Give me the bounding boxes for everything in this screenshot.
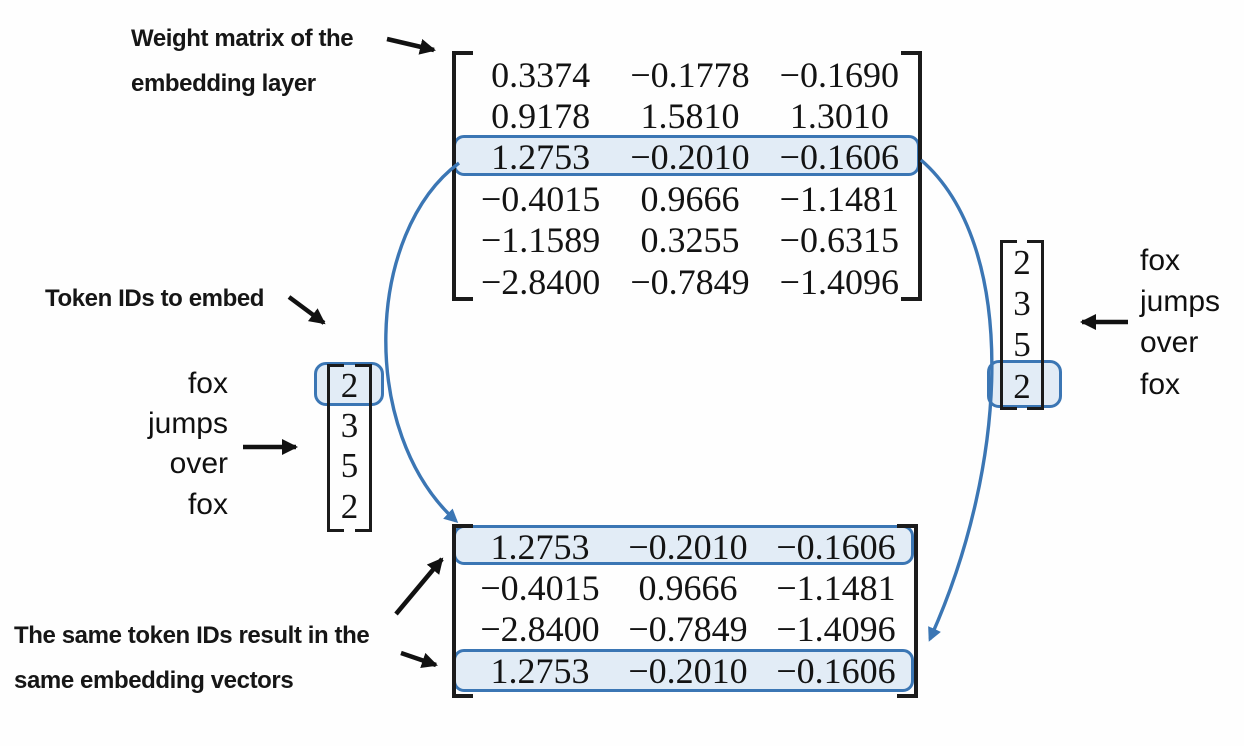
token-id: 2 <box>1013 243 1031 282</box>
left-bracket <box>327 364 344 532</box>
highlight-token-id-left <box>314 362 384 406</box>
matrix-cell: −1.1481 <box>776 567 896 608</box>
token-id: 2 <box>1013 366 1031 406</box>
weight-matrix-label: Weight matrix of the embedding layer <box>131 16 354 106</box>
curve-left-lookup <box>384 161 461 524</box>
matrix-row: −2.8400 −0.7849 −1.4096 <box>466 609 910 650</box>
left-bracket <box>1000 240 1017 410</box>
same-embedding-label: The same token IDs result in the same em… <box>14 613 370 703</box>
curve-right-lookup <box>919 158 994 642</box>
matrix-cell: −0.2010 <box>630 137 750 178</box>
highlight-weight-row-3 <box>453 135 920 176</box>
token-id-vector-left: 2 3 5 2 <box>314 362 384 532</box>
right-bracket <box>355 364 372 532</box>
matrix-cell: −1.4096 <box>776 609 896 650</box>
matrix-cell: −0.1606 <box>776 650 896 691</box>
matrix-row: −1.1589 0.3255 −0.6315 <box>466 220 914 261</box>
weight-matrix-label-line2: embedding layer <box>131 70 316 97</box>
matrix-row: −2.8400 −0.7849 −1.4096 <box>466 261 914 302</box>
token-ids-label: Token IDs to embed <box>45 285 265 312</box>
token-word: fox <box>187 487 228 521</box>
matrix-cell: −2.8400 <box>481 261 601 302</box>
matrix-cell: 1.2753 <box>491 137 591 178</box>
weight-matrix-label-line1: Weight matrix of the <box>131 25 354 52</box>
matrix-cell: −0.2010 <box>628 526 748 567</box>
token-word: over <box>169 447 228 481</box>
matrix-row: −0.4015 0.9666 −1.1481 <box>466 178 914 219</box>
matrix-cell: 0.3374 <box>491 54 591 95</box>
matrix-cell: −1.1481 <box>779 178 899 219</box>
token-word: jumps <box>147 407 228 441</box>
matrix-cell: −0.2010 <box>628 650 748 691</box>
matrix-cell: 1.2753 <box>490 526 590 567</box>
token-word: fox <box>1140 244 1181 277</box>
matrix-row-highlighted: 1.2753 −0.2010 −0.1606 <box>466 526 910 567</box>
token-id: 2 <box>340 486 359 526</box>
left-bracket <box>452 51 473 301</box>
matrix-cell: −1.4096 <box>779 261 899 302</box>
matrix-cell: −0.4015 <box>481 178 601 219</box>
matrix-row: −0.4015 0.9666 −1.1481 <box>466 567 910 608</box>
matrix-cell: −0.4015 <box>480 567 600 608</box>
right-bracket <box>1027 240 1044 410</box>
token-id: 3 <box>1013 284 1031 324</box>
arrow-same-label-to-row4 <box>400 650 438 669</box>
matrix-cell: −1.1589 <box>481 220 601 261</box>
matrix-cell: 1.5810 <box>640 96 740 137</box>
arrow-weight-label <box>386 36 436 55</box>
highlight-output-row-4 <box>453 649 914 692</box>
matrix-cell: −0.7849 <box>630 261 750 302</box>
left-bracket <box>452 524 473 698</box>
token-id-vector-right: 2 3 5 2 <box>987 240 1062 410</box>
token-word: over <box>1140 326 1199 360</box>
matrix-cell: −0.7849 <box>628 609 748 650</box>
token-id: 2 <box>340 366 359 405</box>
token-id: 5 <box>1013 325 1031 365</box>
matrix-cell: −2.8400 <box>480 609 600 650</box>
matrix-cell: −0.6315 <box>779 220 899 261</box>
arrow-same-label-to-row1 <box>394 557 444 616</box>
token-word: jumps <box>1140 285 1221 319</box>
matrix-cell: 1.3010 <box>789 96 889 137</box>
weight-matrix: 0.3374 −0.1778 −0.1690 0.9178 1.5810 1.3… <box>452 51 922 301</box>
matrix-cell: −0.1778 <box>630 54 750 95</box>
matrix-cell: 0.3255 <box>640 220 740 261</box>
matrix-cell: −0.1690 <box>779 54 899 95</box>
token-word: fox <box>187 367 228 400</box>
token-id: 3 <box>340 406 359 446</box>
same-embedding-label-line1: The same token IDs result in the <box>14 622 370 649</box>
matrix-cell: −0.1606 <box>776 526 896 567</box>
token-id: 5 <box>340 446 359 486</box>
right-bracket <box>897 524 918 698</box>
output-embedding-matrix: 1.2753 −0.2010 −0.1606 −0.4015 0.9666 −1… <box>452 524 918 698</box>
matrix-row-highlighted: 1.2753 −0.2010 −0.1606 <box>466 650 910 691</box>
token-word: fox <box>1140 367 1181 401</box>
token-words-right: fox jumps over fox <box>1140 240 1220 405</box>
right-bracket <box>901 51 922 301</box>
highlight-output-row-1 <box>453 525 914 565</box>
matrix-cell: 0.9666 <box>640 178 740 219</box>
matrix-cell: 0.9178 <box>491 96 591 137</box>
matrix-row-highlighted: 1.2753 −0.2010 −0.1606 <box>466 137 914 178</box>
matrix-row: 0.9178 1.5810 1.3010 <box>466 95 914 136</box>
token-words-left: fox jumps over fox <box>100 364 228 525</box>
same-embedding-label-line2: same embedding vectors <box>14 667 294 694</box>
highlight-token-id-right <box>987 360 1062 408</box>
matrix-cell: 1.2753 <box>490 650 590 691</box>
matrix-cell: 0.9666 <box>638 567 738 608</box>
arrow-token-ids-label <box>287 295 326 325</box>
matrix-row: 0.3374 −0.1778 −0.1690 <box>466 54 914 95</box>
matrix-cell: −0.1606 <box>779 137 899 178</box>
